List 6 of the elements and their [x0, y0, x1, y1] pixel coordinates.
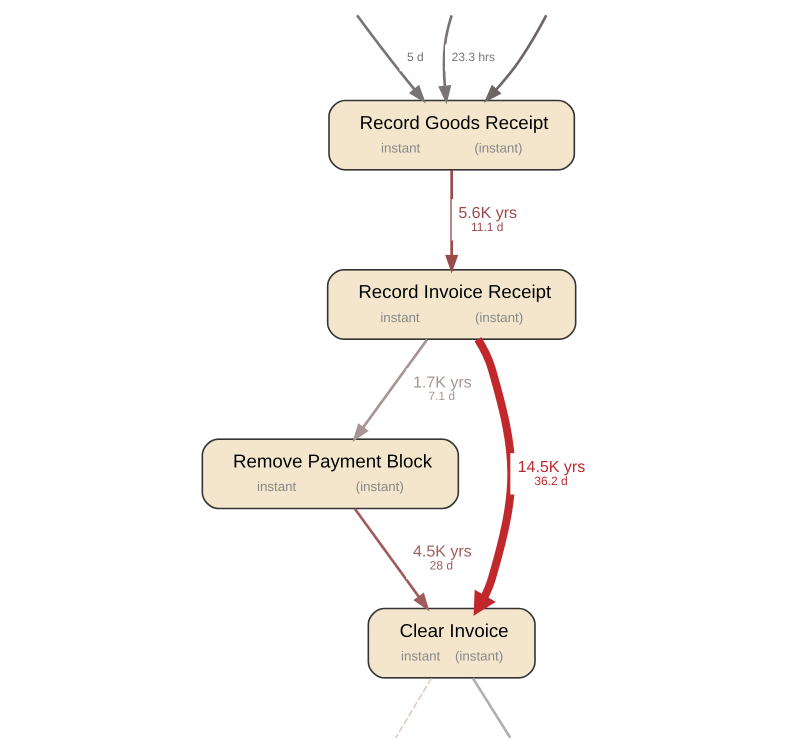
edge-label: 1.7K yrs: [412, 374, 472, 392]
edge-label: 4.5K yrs: [412, 544, 472, 561]
edge-label: 23.3 hrs: [451, 50, 495, 64]
edge-label: 14.5K yrs: [517, 458, 585, 476]
edge-label: 5.6K yrs: [458, 204, 517, 222]
edge-label: 5 d: [406, 50, 424, 64]
